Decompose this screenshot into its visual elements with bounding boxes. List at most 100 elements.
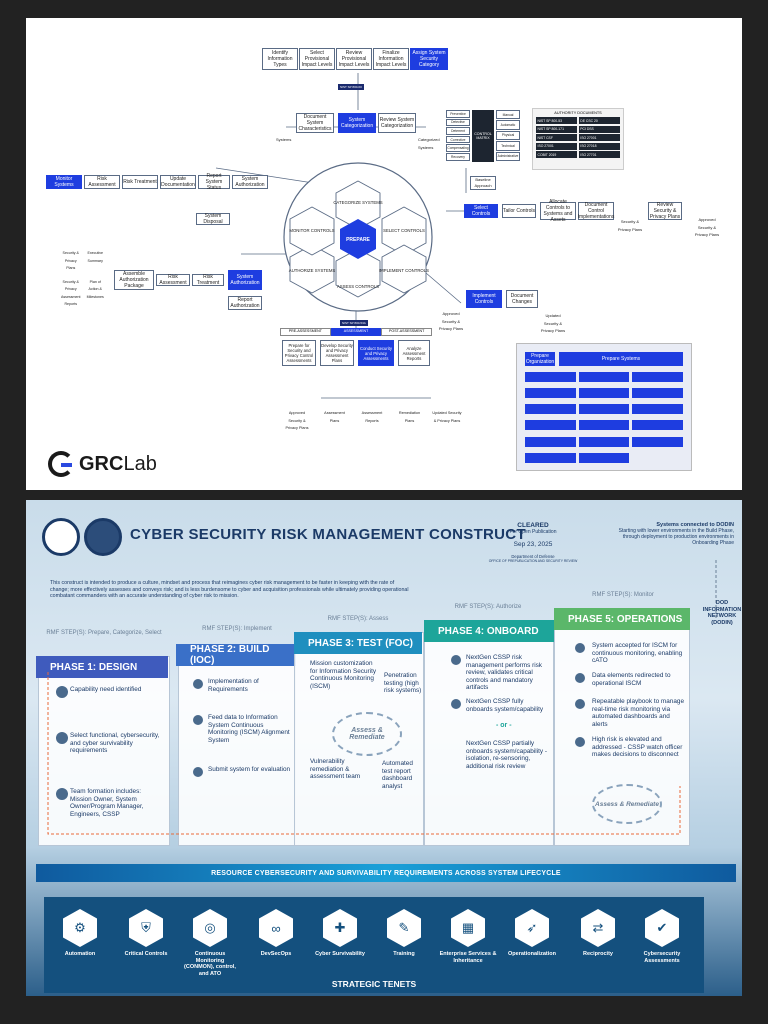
phase5-step: High risk is elevated and addressed - CS…	[592, 736, 683, 758]
clearance-stamp: CLEARED For Open Publication Sep 23, 202…	[488, 522, 578, 563]
phase3-rmf: RMF STEP(S): Assess	[327, 616, 389, 622]
phase4-header: PHASE 4: ONBOARD	[424, 620, 554, 642]
training-icon: ✎	[387, 909, 421, 947]
categorize-step: System Categorization	[338, 113, 376, 133]
tenet-critical-controls: ⛨Critical Controls	[116, 909, 176, 958]
phase5-step: Data elements redirected to operational …	[592, 672, 671, 687]
system-disposal: System Disposal	[196, 213, 230, 225]
authority-documents: AUTHORITY DOCUMENTS NIST SP 800-53 DE CS…	[532, 108, 624, 170]
wheel-seg-monitor: MONITOR CONTROLS	[289, 228, 334, 233]
dod-seal-icon	[42, 518, 80, 556]
monitor-step: Risk Assessment	[84, 175, 120, 189]
phase2-header: PHASE 2: BUILD (IOC)	[176, 644, 296, 666]
chain-step: Review Provisional Impact Levels	[336, 48, 372, 70]
authorization-package-docs: Security & Privacy Plans Executive Summa…	[60, 251, 104, 307]
phase3-step: Automated test report dashboard analyst	[382, 760, 413, 790]
monitor-step: Report System Status	[198, 173, 230, 191]
categorize-step: Document System Characteristics	[296, 113, 334, 133]
phase4-step: NextGen CSSP partially onboards system/c…	[466, 740, 547, 770]
rmf-flow-lines: PREPARE CATEGORIZE SYSTEMS SELECT CONTRO…	[215, 73, 467, 399]
lifecycle-band: RESOURCE CYBERSECURITY AND SURVIVABILITY…	[36, 864, 736, 882]
tenet-automation: ⚙Automation	[50, 909, 110, 958]
tenet-reciprocity: ⇄Reciprocity	[568, 909, 628, 958]
phase5-rmf: RMF STEP(S): Monitor	[592, 592, 654, 598]
phase4-rmf: RMF STEP(S): Authorize	[454, 604, 522, 610]
phase3-step: Penetration testing (high risk systems)	[384, 672, 422, 694]
baseline-approach: Baseline Approach	[470, 176, 496, 190]
phase5-assess-remediate-loop: Assess & Remediate	[592, 784, 662, 824]
assessment-icon: ✔	[645, 909, 679, 947]
shield-icon: ⛨	[129, 909, 163, 947]
assess-step: Prepare for Security and Privacy Control…	[282, 340, 316, 366]
grc-logo-icon	[48, 451, 74, 477]
survivability-icon: ✚	[323, 909, 357, 947]
phase1-rmf: RMF STEP(S): Prepare, Categorize, Select	[46, 630, 162, 636]
prepare-hex	[340, 219, 376, 259]
automation-icon: ⚙	[63, 909, 97, 947]
matrix-right-list: Manual Automatic Physical Technical Admi…	[496, 110, 520, 162]
tenet-conmon: ◎Continuous Monitoring (CONMON), control…	[180, 909, 240, 977]
assess-outputs: Approved Security & Privacy Plans Assess…	[285, 411, 462, 430]
monitor-step: System Authorization	[232, 175, 268, 189]
implement-step: Document Changes	[506, 290, 538, 308]
updated-plans-doc: Updated Security & Privacy Plans	[540, 313, 566, 333]
dodin-network-label: DOD INFORMATION NETWORK (DODIN)	[702, 600, 742, 626]
assess-step: Conduct Security and Privacy Assessments	[358, 340, 394, 366]
phase5-step: Repeatable playbook to manage real-time …	[592, 698, 685, 728]
tenet-devsecops: ∞DevSecOps	[246, 909, 306, 958]
nist-tag: NIST SP 800-60	[338, 84, 364, 90]
phase3-header: PHASE 3: TEST (FOC)	[294, 632, 422, 654]
prepare-panel: Prepare Organization Prepare Systems	[516, 343, 692, 471]
intro-text: This construct is intended to produce a …	[50, 580, 409, 600]
assess-step: Develop Security and Privacy Assessment …	[320, 340, 354, 366]
select-step: Document Control Implementations	[577, 202, 615, 220]
wheel-seg-implement: IMPLEMENT CONTROLS	[379, 268, 429, 273]
dodin-note: Systems connected to DODIN Starting with…	[618, 522, 734, 546]
wheel-seg-authorize: AUTHORIZE SYSTEMS	[289, 268, 336, 273]
matrix-left-list: Preventive Detective Deterrent Correctiv…	[446, 110, 470, 161]
phase3-step: Vulnerability remediation & assessment t…	[310, 758, 361, 780]
enterprise-icon: ▦	[451, 909, 485, 947]
strategic-tenets-panel: ⚙Automation ⛨Critical Controls ◎Continuo…	[44, 897, 704, 993]
chain-step: Select Provisional Impact Levels	[299, 48, 335, 70]
select-step: Tailor Controls	[502, 204, 536, 218]
select-step: Allocate Controls to Systems and Assets	[540, 199, 576, 223]
prepare-systems: Prepare Systems	[559, 352, 683, 366]
page-title: CYBER SECURITY RISK MANAGEMENT CONSTRUCT	[130, 526, 526, 543]
select-step: Select Controls	[464, 204, 498, 218]
phase1-step: Select functional, cybersecurity, and cy…	[70, 732, 160, 754]
phase2-rmf: RMF STEP(S): Implement	[202, 626, 272, 632]
systems-doc: Systems	[276, 137, 292, 142]
phase1-step: Capability need identified	[70, 686, 142, 693]
phase1-header: PHASE 1: DESIGN	[36, 656, 168, 678]
implement-plans-doc: Approved Security & Privacy Plans	[438, 311, 464, 331]
categorized-systems-doc: Categorized Systems	[418, 137, 440, 150]
wheel-center-label: PREPARE	[346, 237, 370, 243]
monitor-icon: ◎	[193, 909, 227, 947]
assess-step: Analyze Assessment Reports	[398, 340, 430, 366]
strategic-tenets-title: STRATEGIC TENETS	[331, 979, 417, 989]
tenet-enterprise-services: ▦Enterprise Services & Inheritance	[438, 909, 498, 964]
wheel-seg-select: SELECT CONTROLS	[383, 228, 425, 233]
assess-remediate-loop: Assess & Remediate	[332, 712, 402, 756]
chain-step: Identify Information Types	[262, 48, 298, 70]
chain-step: Finalize Information Impact Levels	[373, 48, 409, 70]
tenet-cyber-survivability: ✚Cyber Survivability	[310, 909, 370, 958]
phase2-step: Submit system for evaluation	[208, 766, 291, 773]
authorize-step: System Authorization	[228, 270, 262, 290]
devsecops-icon: ∞	[259, 909, 293, 947]
chain-step-final: Assign System Security Category	[410, 48, 448, 70]
grclab-logo: GRCLab	[48, 451, 157, 477]
monitor-step: Monitor Systems	[46, 175, 82, 189]
authorize-step: Assemble Authorization Package	[114, 270, 154, 290]
rocket-icon: ➶	[515, 909, 549, 947]
implement-step: Implement Controls	[466, 290, 502, 308]
agency-seal-icon	[84, 518, 122, 556]
tenet-training: ✎Training	[374, 909, 434, 958]
cyber-construct-panel: CYBER SECURITY RISK MANAGEMENT CONSTRUCT…	[26, 500, 742, 996]
phase2-step: Feed data to Information System Continuo…	[208, 714, 290, 744]
phase4-step: NextGen CSSP risk management performs ri…	[466, 654, 543, 691]
phase5-step: System accepted for ISCM for continuous …	[592, 642, 683, 664]
report-authorization: Report Authorization	[228, 296, 262, 310]
nist-tag: NIST SP 800-53A	[340, 320, 368, 326]
